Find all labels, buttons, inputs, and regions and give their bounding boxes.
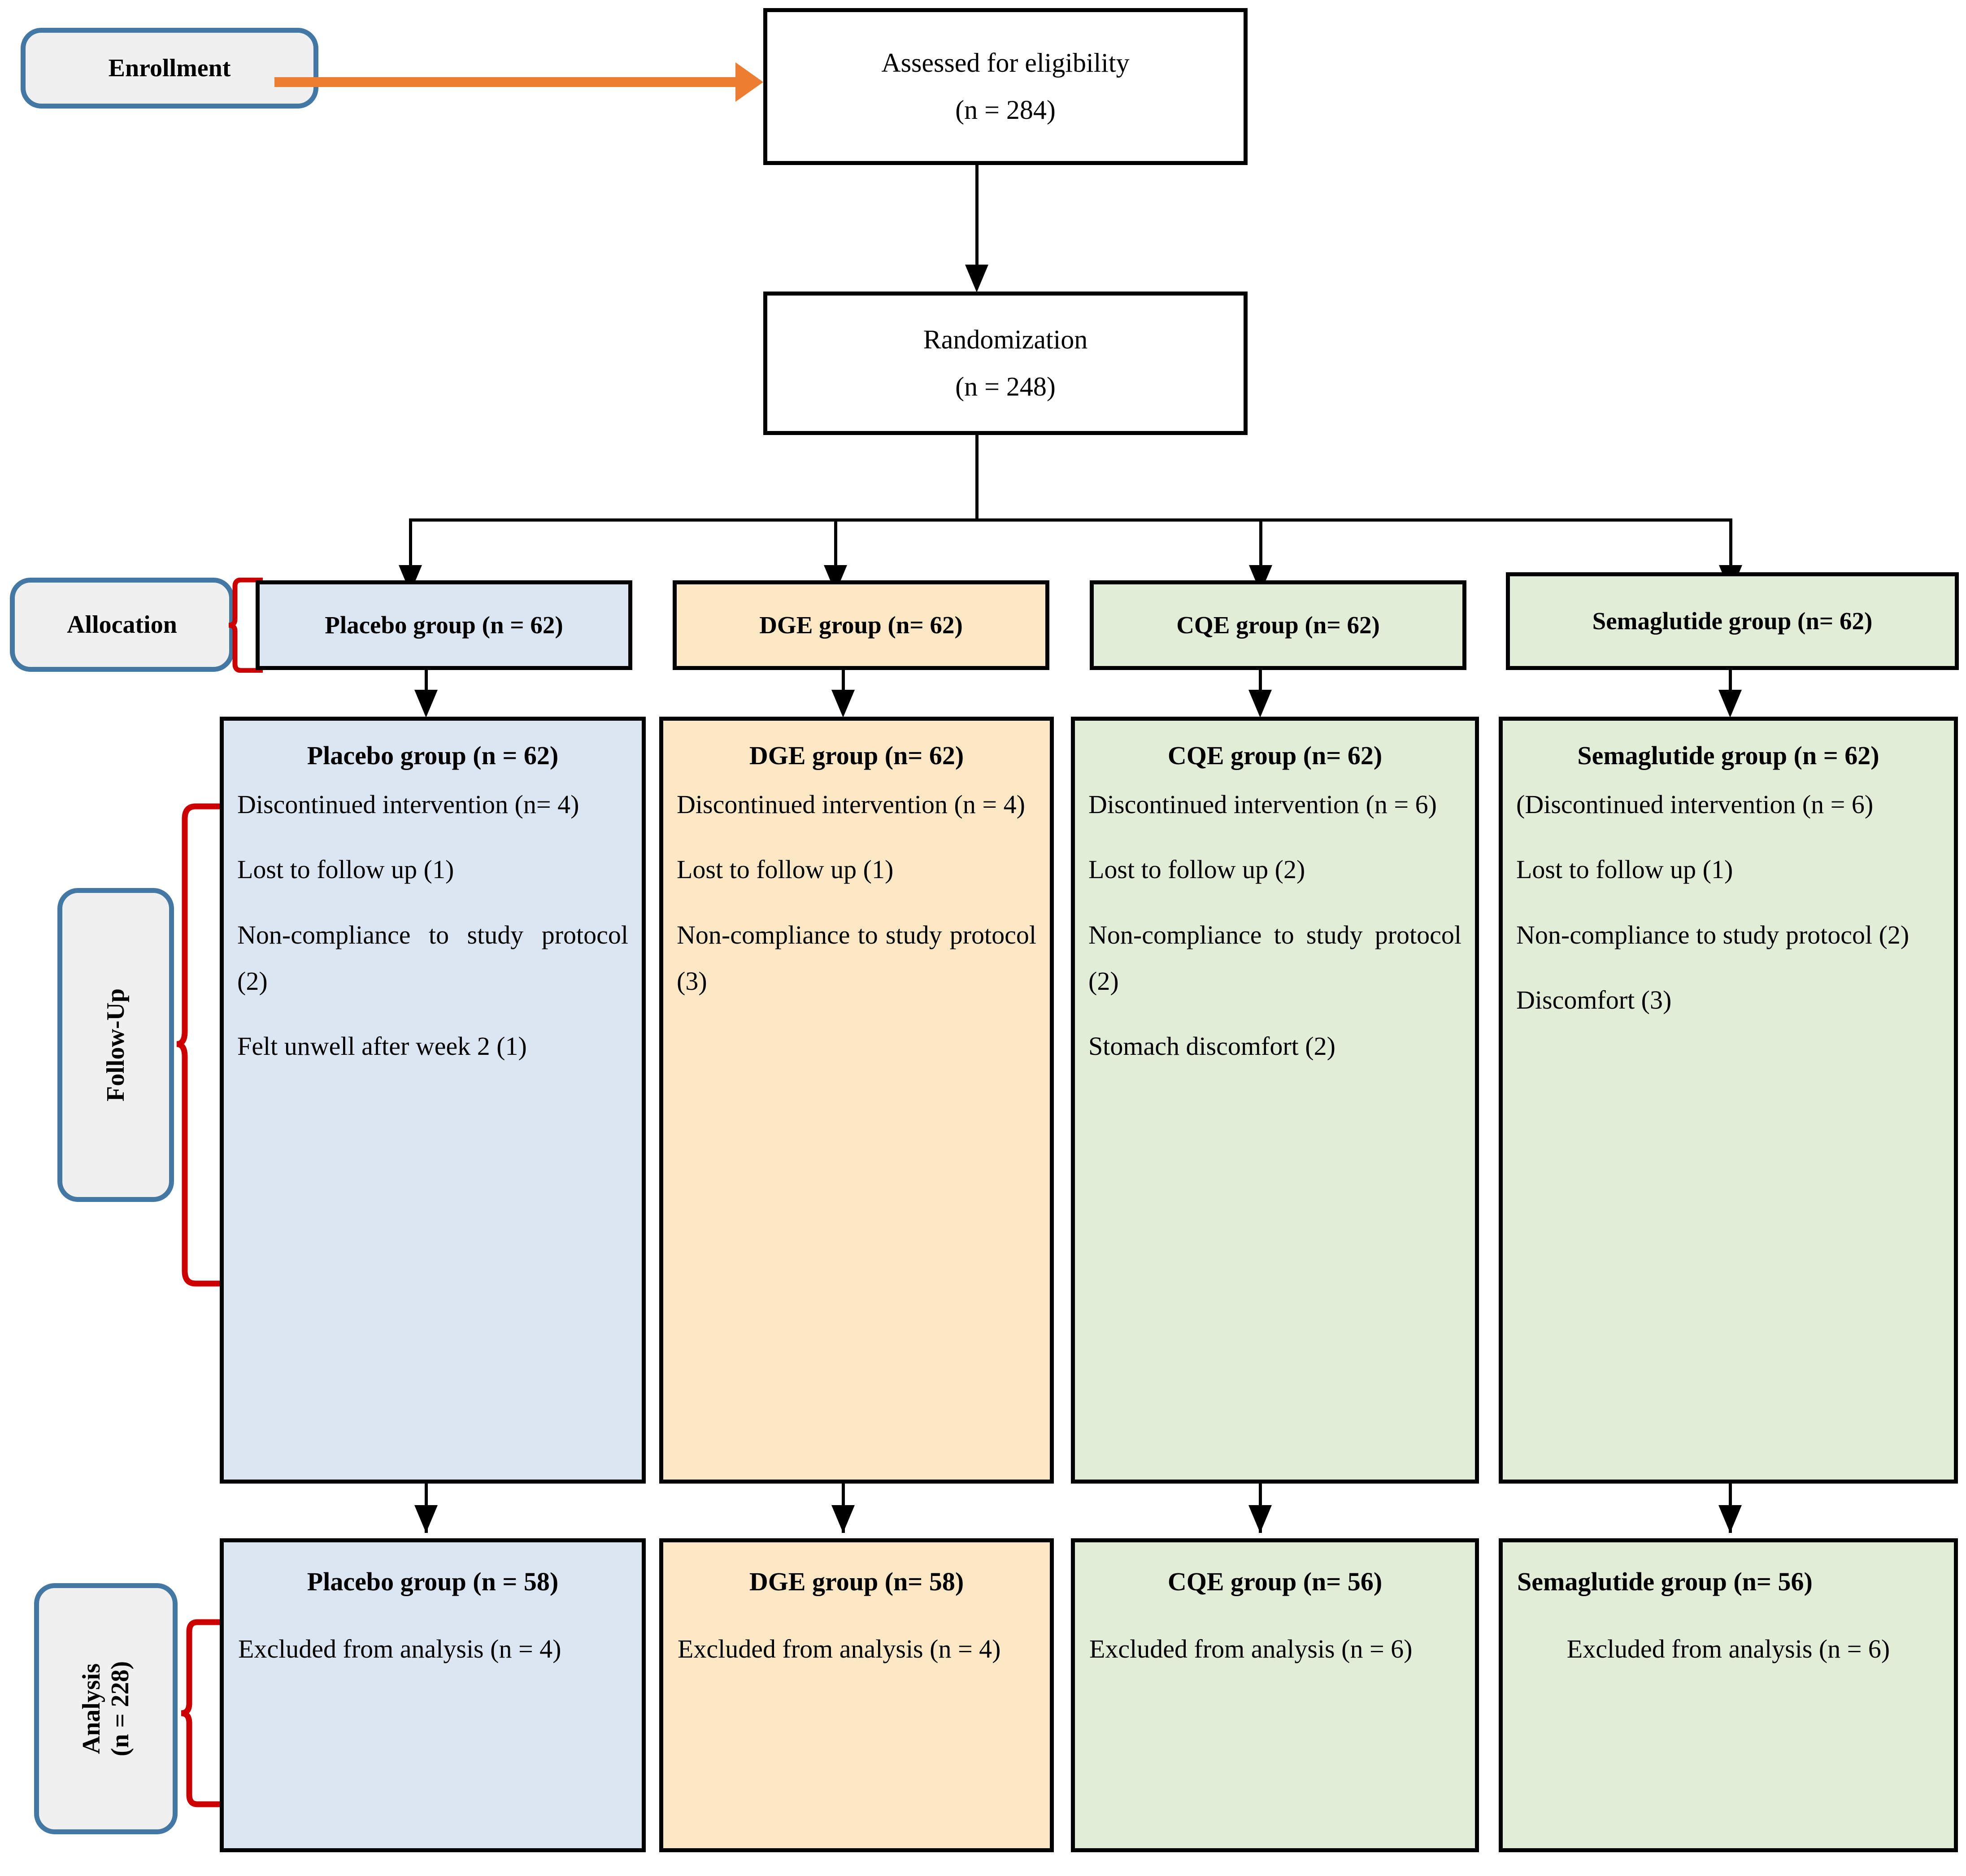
connector-assessed-to-randomization [975,165,979,277]
analysis-box-cqe-excluded: Excluded from analysis (n = 6) [1089,1634,1413,1663]
analysis-box-placebo: Placebo group (n = 58) Excluded from ana… [220,1538,646,1852]
stage-label-followup: Follow-Up [57,888,174,1202]
analysis-box-placebo-header: Placebo group (n = 58) [307,1567,559,1596]
allocation-box-semaglutide: Semaglutide group (n= 62) [1506,572,1959,670]
allocation-red-bracket [228,578,263,673]
followup-box-placebo-line-3: Non-compliance to study protocol (2) [237,920,628,996]
followup-box-cqe-line-4: Stomach discomfort (2) [1088,1032,1335,1061]
followup-box-semaglutide-header: Semaglutide group (n = 62) [1577,741,1879,770]
assessed-for-eligibility-box: Assessed for eligibility (n = 284) [763,8,1248,165]
connector-assessed-to-randomization-arrowhead [965,265,988,292]
connector-alloc-to-fu-arrowhead-1 [414,690,438,718]
randomization-line-1: Randomization [923,325,1088,354]
analysis-box-dge-excluded: Excluded from analysis (n = 4) [678,1634,1001,1663]
stage-label-enrollment: Enrollment [21,28,318,109]
analysis-box-cqe: CQE group (n= 56) Excluded from analysis… [1071,1538,1479,1852]
followup-box-dge-line-1: Discontinued intervention (n = 4) [677,790,1025,819]
followup-box-dge-line-3: Non-compliance to study protocol (3) [677,920,1036,996]
connector-fu-to-analysis-arrowhead-4 [1718,1505,1742,1533]
stage-label-analysis: Analysis (n = 228) [34,1583,178,1834]
followup-box-semaglutide-line-3: Non-compliance to study protocol (2) [1516,920,1909,949]
followup-box-cqe-line-2: Lost to follow up (2) [1088,855,1305,884]
followup-box-dge-header: DGE group (n= 62) [749,741,964,770]
analysis-box-semaglutide: Semaglutide group (n= 56) Excluded from … [1499,1538,1958,1852]
stage-label-allocation: Allocation [10,578,234,672]
stage-label-enrollment-text: Enrollment [108,54,231,82]
allocation-box-cqe: CQE group (n= 62) [1090,580,1466,670]
analysis-box-semaglutide-excluded: Excluded from analysis (n = 6) [1566,1634,1890,1663]
followup-box-placebo-header: Placebo group (n = 62) [307,741,559,770]
randomization-box: Randomization (n = 248) [763,292,1248,435]
followup-box-placebo: Placebo group (n = 62) Discontinued inte… [220,717,646,1484]
connector-fu-to-analysis-arrowhead-1 [414,1505,438,1533]
followup-box-semaglutide: Semaglutide group (n = 62) (Discontinued… [1499,717,1958,1484]
analysis-box-semaglutide-header: Semaglutide group (n= 56) [1517,1567,1813,1596]
randomization-line-2: (n = 248) [955,372,1056,401]
connector-alloc-drop-1 [409,518,412,586]
analysis-box-dge: DGE group (n= 58) Excluded from analysis… [659,1538,1054,1852]
enrollment-arrow-shaft [274,77,736,87]
connector-fu-to-analysis-arrowhead-3 [1248,1505,1272,1533]
enrollment-arrow-head [735,62,763,102]
followup-box-cqe-line-3: Non-compliance to study protocol (2) [1088,920,1461,996]
connector-randomization-stem [975,435,979,520]
followup-box-semaglutide-line-2: Lost to follow up (1) [1516,855,1733,884]
followup-box-placebo-line-2: Lost to follow up (1) [237,855,454,884]
allocation-box-semaglutide-label: Semaglutide group (n= 62) [1592,607,1873,635]
followup-box-placebo-line-1: Discontinued intervention (n= 4) [237,790,579,819]
connector-alloc-drop-4 [1729,518,1732,586]
allocation-box-dge-label: DGE group (n= 62) [759,611,963,639]
connector-alloc-to-fu-arrowhead-4 [1718,690,1742,718]
connector-alloc-to-fu-arrowhead-2 [831,690,855,718]
analysis-box-dge-header: DGE group (n= 58) [749,1567,964,1596]
allocation-box-cqe-label: CQE group (n= 62) [1176,611,1380,639]
stage-label-allocation-text: Allocation [67,611,177,639]
followup-box-placebo-line-4: Felt unwell after week 2 (1) [237,1032,527,1061]
connector-alloc-drop-2 [834,518,837,586]
analysis-box-placebo-excluded: Excluded from analysis (n = 4) [238,1634,561,1663]
analysis-box-cqe-header: CQE group (n= 56) [1167,1567,1383,1596]
stage-label-followup-text: Follow-Up [102,988,130,1101]
followup-box-cqe-header: CQE group (n= 62) [1167,741,1383,770]
stage-label-analysis-line-2: (n = 228) [106,1661,134,1757]
assessed-line-1: Assessed for eligibility [881,48,1130,78]
followup-box-dge: DGE group (n= 62) Discontinued intervent… [659,717,1054,1484]
assessed-line-2: (n = 284) [955,95,1056,125]
allocation-box-placebo: Placebo group (n = 62) [256,580,632,670]
stage-label-analysis-line-1: Analysis [77,1663,105,1754]
followup-box-cqe-line-1: Discontinued intervention (n = 6) [1088,790,1437,819]
followup-red-bracket [176,803,222,1287]
connector-alloc-drop-3 [1259,518,1262,586]
followup-box-cqe: CQE group (n= 62) Discontinued intervent… [1071,717,1479,1484]
analysis-red-bracket [181,1619,222,1807]
followup-box-semaglutide-line-1: (Discontinued intervention (n = 6) [1516,790,1874,819]
followup-box-dge-line-2: Lost to follow up (1) [677,855,894,884]
allocation-box-dge: DGE group (n= 62) [673,580,1049,670]
connector-alloc-to-fu-arrowhead-3 [1248,690,1272,718]
connector-randomization-bus [409,518,1731,522]
connector-fu-to-analysis-arrowhead-2 [831,1505,855,1533]
allocation-box-placebo-label: Placebo group (n = 62) [325,611,563,639]
followup-box-semaglutide-line-4: Discomfort (3) [1516,985,1672,1014]
